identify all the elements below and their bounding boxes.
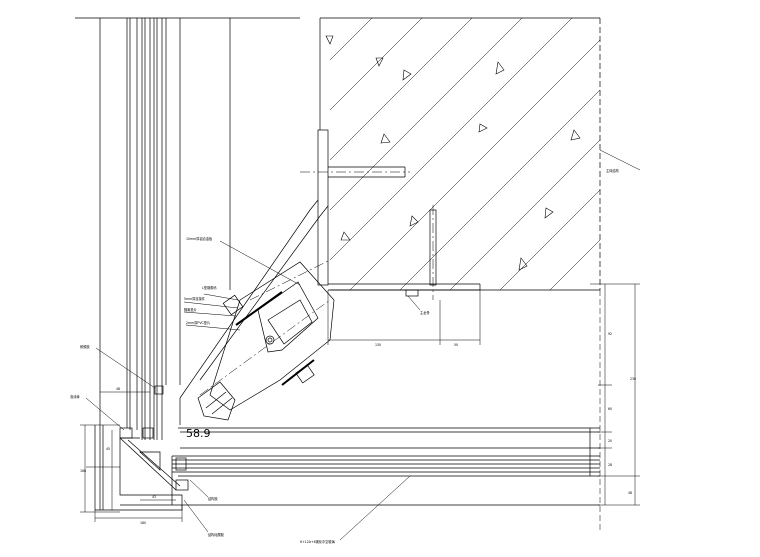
dimension-50: 50 [454, 343, 458, 347]
dimension-60: 60 [608, 407, 612, 411]
left-glass-panel [75, 17, 300, 510]
dimension-left-45: 45 [106, 447, 110, 451]
dimension-92: 92 [608, 332, 612, 336]
dimension-28: 28 [608, 463, 612, 467]
dimension-20: 20 [608, 439, 612, 443]
dimension-130: 130 [375, 343, 381, 347]
dimension-230: 230 [630, 377, 636, 381]
label-concrete-wall: 主体结构 [606, 168, 619, 173]
dimension-left-168: 168 [80, 469, 86, 473]
label-sealant-left: 耐候胶 [80, 344, 90, 349]
label-corner-fixing: 结构胶 [208, 496, 218, 501]
label-steel-bracket: L型钢角码 [202, 285, 217, 290]
dimension-lines-right [590, 283, 640, 530]
aggregate-marks [325, 35, 581, 271]
dimension-center-label: 58.9 [186, 427, 211, 440]
dimension-bottom-43: 43 [152, 495, 156, 499]
label-foam-rod: 泡沫棒 [70, 394, 80, 399]
dimension-bottom-180: 180 [140, 521, 146, 525]
dimension-lines-left [80, 391, 183, 522]
annotation-labels: 主体结构 10mm厚铝合金板 L型钢角码 5mm厚连接件 隔离垫片 2mm厚PV… [70, 168, 619, 544]
dimension-48: 48 [628, 491, 632, 495]
leader-lines [85, 149, 641, 541]
label-bottom-glass: 结构硅酮胶 [208, 532, 225, 537]
concrete-wall [319, 17, 601, 291]
steel-bracket-top [300, 129, 481, 300]
label-strip-panel: 10mm厚铝合金板 [186, 236, 213, 241]
wall-hatching [329, 18, 600, 290]
label-embedded-plate: 5mm厚连接件 [184, 296, 206, 301]
label-isolation-pad: 隔离垫片 [184, 307, 197, 312]
label-bottom-panel: 6+12A+6钢化中空玻璃 [300, 539, 336, 544]
bottom-glass-panel [120, 427, 600, 506]
dimension-left-48: 48 [116, 387, 120, 391]
label-steel-channel: 主龙骨 [420, 310, 430, 315]
dimension-labels: 58.9 130 50 92 60 20 28 48 230 48 45 168… [80, 332, 636, 525]
label-anchor-bolt: 2mm厚PVC垫片 [186, 320, 210, 325]
corner-seal-box [94, 425, 183, 511]
diagonal-frame [179, 199, 335, 425]
dimension-lines-mid [327, 290, 481, 345]
